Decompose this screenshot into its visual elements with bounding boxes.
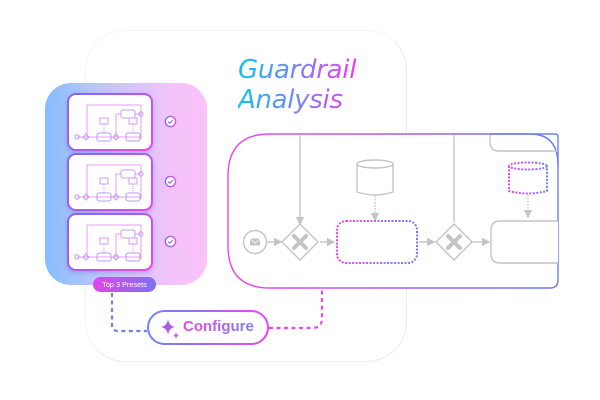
connector-presets-to-configure [110, 293, 147, 333]
preset-card[interactable] [67, 213, 153, 271]
configure-label: Configure [183, 318, 254, 335]
highlighted-data-store[interactable] [508, 161, 548, 195]
mini-process-diagram [74, 164, 144, 202]
top-presets-badge: Top 3 Presets [93, 277, 156, 292]
process-frame [227, 133, 559, 289]
configure-button[interactable]: Configure [147, 310, 269, 345]
mini-process-diagram [74, 104, 144, 142]
preset-card[interactable] [67, 93, 153, 151]
data-store[interactable] [356, 159, 394, 196]
sparkle-icon [161, 319, 179, 339]
highlighted-task[interactable] [336, 220, 418, 264]
x-icon [446, 234, 462, 250]
envelope-icon [250, 238, 260, 246]
message-start-event[interactable] [242, 229, 268, 255]
exclusive-gateway[interactable] [281, 223, 319, 261]
check-circle-icon[interactable] [164, 115, 177, 128]
check-circle-icon[interactable] [164, 175, 177, 188]
task[interactable] [490, 220, 558, 264]
lane-divider [489, 135, 558, 152]
connector-configure-to-diagram [269, 287, 324, 330]
frame-corner [490, 133, 559, 166]
mini-process-diagram [74, 224, 144, 262]
preset-card[interactable] [67, 153, 153, 211]
x-icon [292, 234, 308, 250]
presets-panel [45, 83, 207, 285]
exclusive-gateway[interactable] [435, 223, 473, 261]
check-circle-icon[interactable] [164, 235, 177, 248]
